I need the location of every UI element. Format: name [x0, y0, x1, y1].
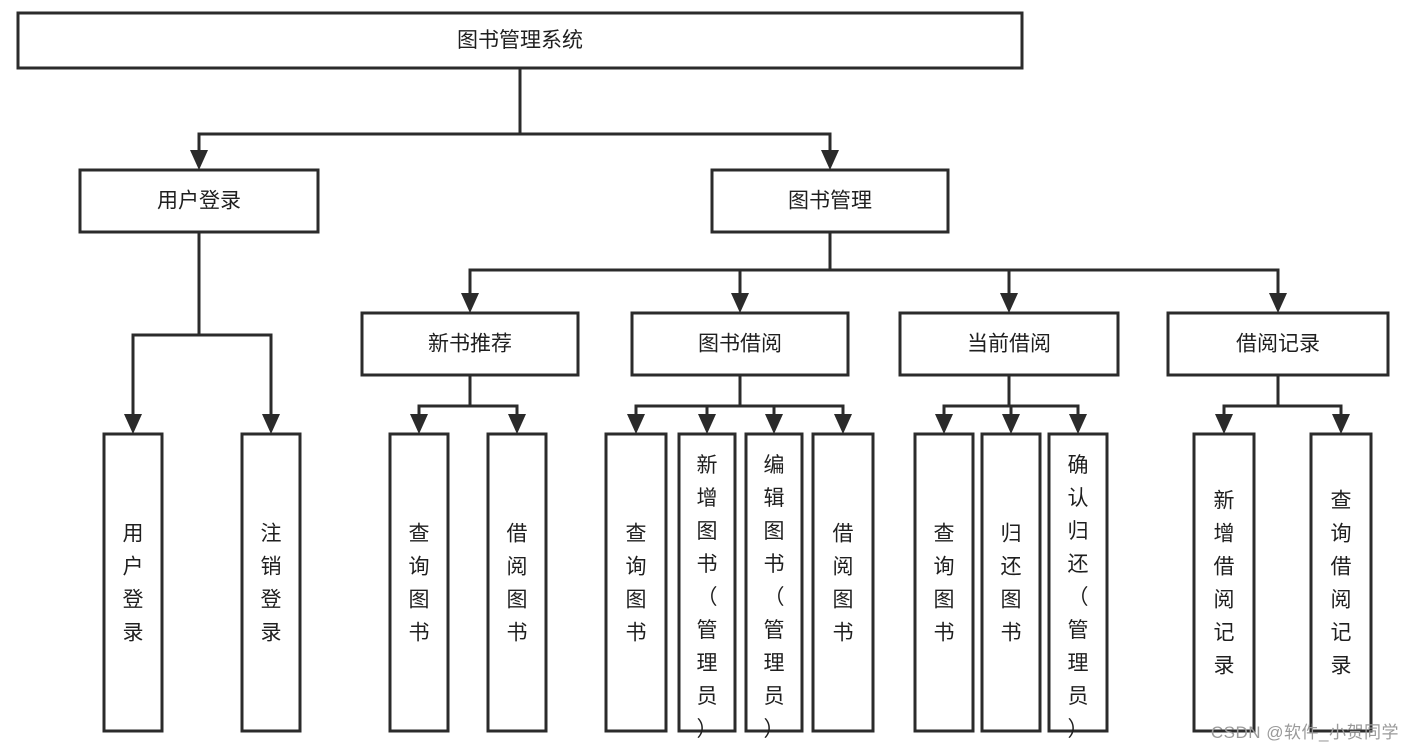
node-用户登录[interactable]: 用户登录: [78, 168, 320, 234]
arrow-head-icon: [1332, 414, 1350, 434]
arrow-head-icon: [731, 293, 749, 313]
node-label: 用户登录: [123, 522, 144, 644]
node-label: 借阅记录: [1236, 333, 1320, 356]
arrow-head-icon: [124, 414, 142, 434]
arrow-head-icon: [698, 414, 716, 434]
arrow-head-icon: [765, 414, 783, 434]
node-label: 图书管理系统: [457, 29, 583, 52]
node-查询图书[interactable]: 查询图书: [388, 432, 450, 733]
arrow-head-icon: [461, 293, 479, 313]
node-借阅图书[interactable]: 借阅图书: [811, 432, 875, 733]
node-借阅记录[interactable]: 借阅记录: [1166, 311, 1390, 377]
node-layer: 图书管理系统用户登录用户登录注销登录图书管理新书推荐查询图书借阅图书图书借阅查询…: [16, 11, 1390, 741]
node-box: [1047, 432, 1109, 733]
node-借阅图书[interactable]: 借阅图书: [486, 432, 548, 733]
node-label: 查询借阅记录: [1331, 489, 1352, 677]
node-label: 借阅图书: [833, 522, 854, 644]
node-图书借阅[interactable]: 图书借阅: [630, 311, 850, 377]
node-box: [1192, 432, 1256, 733]
node-box: [677, 432, 737, 733]
node-归还图书[interactable]: 归还图书: [980, 432, 1042, 733]
node-查询借阅记录[interactable]: 查询借阅记录: [1309, 432, 1373, 733]
node-label: 编辑图书（管理员）: [764, 454, 785, 741]
node-box: [1309, 432, 1373, 733]
node-box: [102, 432, 164, 733]
watermark-label: CSDN @软件_小贺同学: [1210, 723, 1399, 742]
arrow-head-icon: [821, 150, 839, 170]
arrow-head-icon: [1000, 293, 1018, 313]
node-label: 新书推荐: [428, 333, 512, 356]
node-当前借阅[interactable]: 当前借阅: [898, 311, 1120, 377]
node-查询图书[interactable]: 查询图书: [913, 432, 975, 733]
node-box: [388, 432, 450, 733]
node-box: [811, 432, 875, 733]
arrow-head-icon: [1215, 414, 1233, 434]
node-box: [16, 11, 1024, 70]
node-box: [486, 432, 548, 733]
node-box: [360, 311, 580, 377]
node-box: [240, 432, 302, 733]
arrow-head-icon: [410, 414, 428, 434]
node-label: 当前借阅: [967, 333, 1051, 356]
node-label: 注销登录: [261, 522, 282, 644]
node-box: [1166, 311, 1390, 377]
arrow-head-icon: [935, 414, 953, 434]
arrow-head-icon: [627, 414, 645, 434]
node-label: 图书借阅: [698, 333, 782, 356]
node-编辑图书管理员[interactable]: 编辑图书（管理员）: [744, 432, 804, 741]
node-新增借阅记录[interactable]: 新增借阅记录: [1192, 432, 1256, 733]
node-用户登录[interactable]: 用户登录: [102, 432, 164, 733]
node-label: 新增借阅记录: [1214, 489, 1235, 677]
node-box: [744, 432, 804, 733]
node-注销登录[interactable]: 注销登录: [240, 432, 302, 733]
node-图书管理系统[interactable]: 图书管理系统: [16, 11, 1024, 70]
node-label: 查询图书: [626, 522, 647, 644]
arrow-head-icon: [834, 414, 852, 434]
arrow-head-icon: [1002, 414, 1020, 434]
node-box: [78, 168, 320, 234]
node-label: 新增图书（管理员）: [697, 454, 718, 741]
node-box: [898, 311, 1120, 377]
node-label: 用户登录: [157, 190, 241, 213]
arrow-head-icon: [190, 150, 208, 170]
node-box: [710, 168, 950, 234]
node-box: [980, 432, 1042, 733]
node-label: 查询图书: [934, 522, 955, 644]
node-新增图书管理员[interactable]: 新增图书（管理员）: [677, 432, 737, 741]
node-label: 归还图书: [1001, 522, 1022, 644]
arrow-head-icon: [1269, 293, 1287, 313]
node-新书推荐[interactable]: 新书推荐: [360, 311, 580, 377]
node-box: [604, 432, 668, 733]
arrow-head-icon: [262, 414, 280, 434]
arrow-head-icon: [1069, 414, 1087, 434]
node-label: 借阅图书: [507, 522, 528, 644]
arrow-head-icon: [508, 414, 526, 434]
node-label: 图书管理: [788, 190, 872, 213]
node-label: 查询图书: [409, 522, 430, 644]
connector-layer: [124, 66, 1350, 434]
node-查询图书[interactable]: 查询图书: [604, 432, 668, 733]
node-box: [630, 311, 850, 377]
node-label: 确认归还（管理员）: [1068, 454, 1089, 741]
node-图书管理[interactable]: 图书管理: [710, 168, 950, 234]
node-box: [913, 432, 975, 733]
node-确认归还管理员[interactable]: 确认归还（管理员）: [1047, 432, 1109, 741]
